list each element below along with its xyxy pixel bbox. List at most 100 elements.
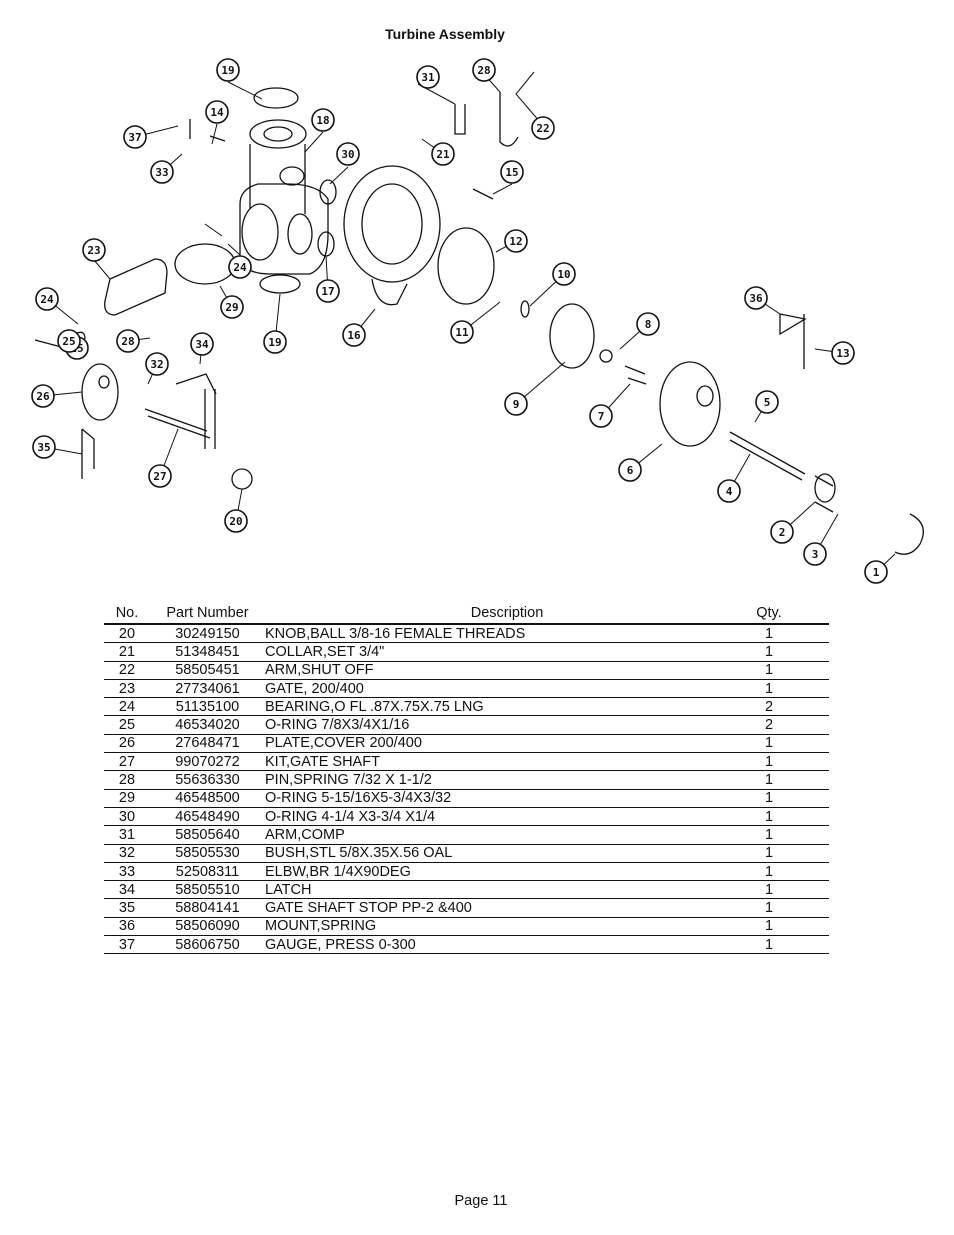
callout-label: 18	[316, 114, 329, 127]
cell-description: ARM,COMP	[265, 825, 709, 845]
cell-part-number: 58505530	[150, 844, 265, 863]
callout-label: 31	[421, 71, 435, 84]
callout-4: 4	[717, 479, 741, 503]
cell-part-number: 52508311	[150, 862, 265, 882]
cell-no: 31	[104, 825, 150, 845]
cell-qty: 1	[709, 770, 829, 790]
callout-label: 7	[598, 410, 605, 423]
cell-qty: 2	[709, 715, 829, 735]
callout-label: 8	[645, 318, 652, 331]
callout-label: 6	[627, 464, 634, 477]
cell-qty: 1	[709, 624, 829, 644]
callout-31: 31	[416, 65, 440, 89]
cell-qty: 1	[709, 825, 829, 845]
cell-description: GAUGE, PRESS 0-300	[265, 935, 709, 955]
callout-label: 14	[210, 106, 224, 119]
callout-13: 13	[831, 341, 855, 365]
cell-qty: 1	[709, 880, 829, 900]
cell-description: O-RING 4-1/4 X3-3/4 X1/4	[265, 807, 709, 827]
cell-no: 30	[104, 807, 150, 827]
callout-15: 15	[500, 160, 524, 184]
cell-part-number: 58606750	[150, 935, 265, 955]
cell-qty: 1	[709, 752, 829, 772]
callout-18: 18	[311, 108, 335, 132]
callout-37: 37	[123, 125, 147, 149]
cell-no: 20	[104, 624, 150, 644]
callout-label: 22	[536, 122, 549, 135]
part-drawings	[34, 87, 924, 555]
callout-33: 33	[150, 160, 174, 184]
cell-no: 33	[104, 862, 150, 882]
cell-description: KIT,GATE SHAFT	[265, 752, 709, 772]
callout-17: 17	[316, 279, 340, 303]
callout-22: 22	[531, 116, 555, 140]
cell-no: 32	[104, 844, 150, 863]
cell-qty: 1	[709, 807, 829, 827]
cell-no: 36	[104, 917, 150, 937]
cell-no: 21	[104, 642, 150, 662]
cell-qty: 1	[709, 642, 829, 662]
cell-description: MOUNT,SPRING	[265, 917, 709, 937]
callout-12: 12	[504, 229, 528, 253]
cell-qty: 2	[709, 697, 829, 717]
callout-label: 4	[726, 485, 733, 498]
callout-32: 32	[145, 352, 169, 376]
callout-36: 36	[744, 286, 768, 310]
cell-qty: 1	[709, 661, 829, 680]
turbine-exploded-diagram: 1234567891011121314151617181919202122232…	[31, 58, 924, 584]
callout-label: 34	[195, 338, 209, 351]
table-header-row: No. Part Number Description Qty.	[104, 602, 829, 624]
cell-no: 27	[104, 752, 150, 772]
callout-label: 27	[153, 470, 166, 483]
cell-part-number: 99070272	[150, 752, 265, 772]
callout-27: 27	[148, 464, 172, 488]
callout-label: 1	[873, 566, 880, 579]
callout-14: 14	[205, 100, 229, 124]
callout-label: 26	[36, 390, 50, 403]
callout-30: 30	[336, 142, 360, 166]
cell-description: ARM,SHUT OFF	[265, 661, 709, 680]
callout-9: 9	[504, 392, 528, 416]
cell-no: 23	[104, 679, 150, 699]
col-header-part-number: Part Number	[166, 604, 249, 621]
callout-34: 34	[190, 332, 214, 356]
callout-11: 11	[450, 320, 474, 344]
callout-3: 3	[803, 542, 827, 566]
callout-28: 28	[472, 58, 496, 82]
callout-label: 16	[347, 329, 361, 342]
cell-qty: 1	[709, 734, 829, 754]
callout-1: 1	[864, 560, 888, 584]
callout-5: 5	[755, 390, 779, 414]
callout-label: 3	[812, 548, 819, 561]
cell-description: ELBW,BR 1/4X90DEG	[265, 862, 709, 882]
cell-part-number: 55636330	[150, 770, 265, 790]
cell-part-number: 30249150	[150, 624, 265, 644]
cell-part-number: 58505451	[150, 661, 265, 680]
callout-label: 20	[229, 515, 242, 528]
callout-label: 32	[150, 358, 163, 371]
callout-label: 24	[233, 261, 247, 274]
callout-label: 19	[268, 336, 281, 349]
cell-no: 28	[104, 770, 150, 790]
callout-20: 20	[224, 509, 248, 533]
callout-label: 9	[513, 398, 520, 411]
cell-no: 37	[104, 935, 150, 955]
callout-19: 19	[216, 58, 240, 82]
cell-description: PIN,SPRING 7/32 X 1-1/2	[265, 770, 709, 790]
callout-8: 8	[636, 312, 660, 336]
callout-25: 25	[57, 329, 81, 353]
cell-description: GATE, 200/400	[265, 679, 709, 699]
cell-qty: 1	[709, 789, 829, 808]
